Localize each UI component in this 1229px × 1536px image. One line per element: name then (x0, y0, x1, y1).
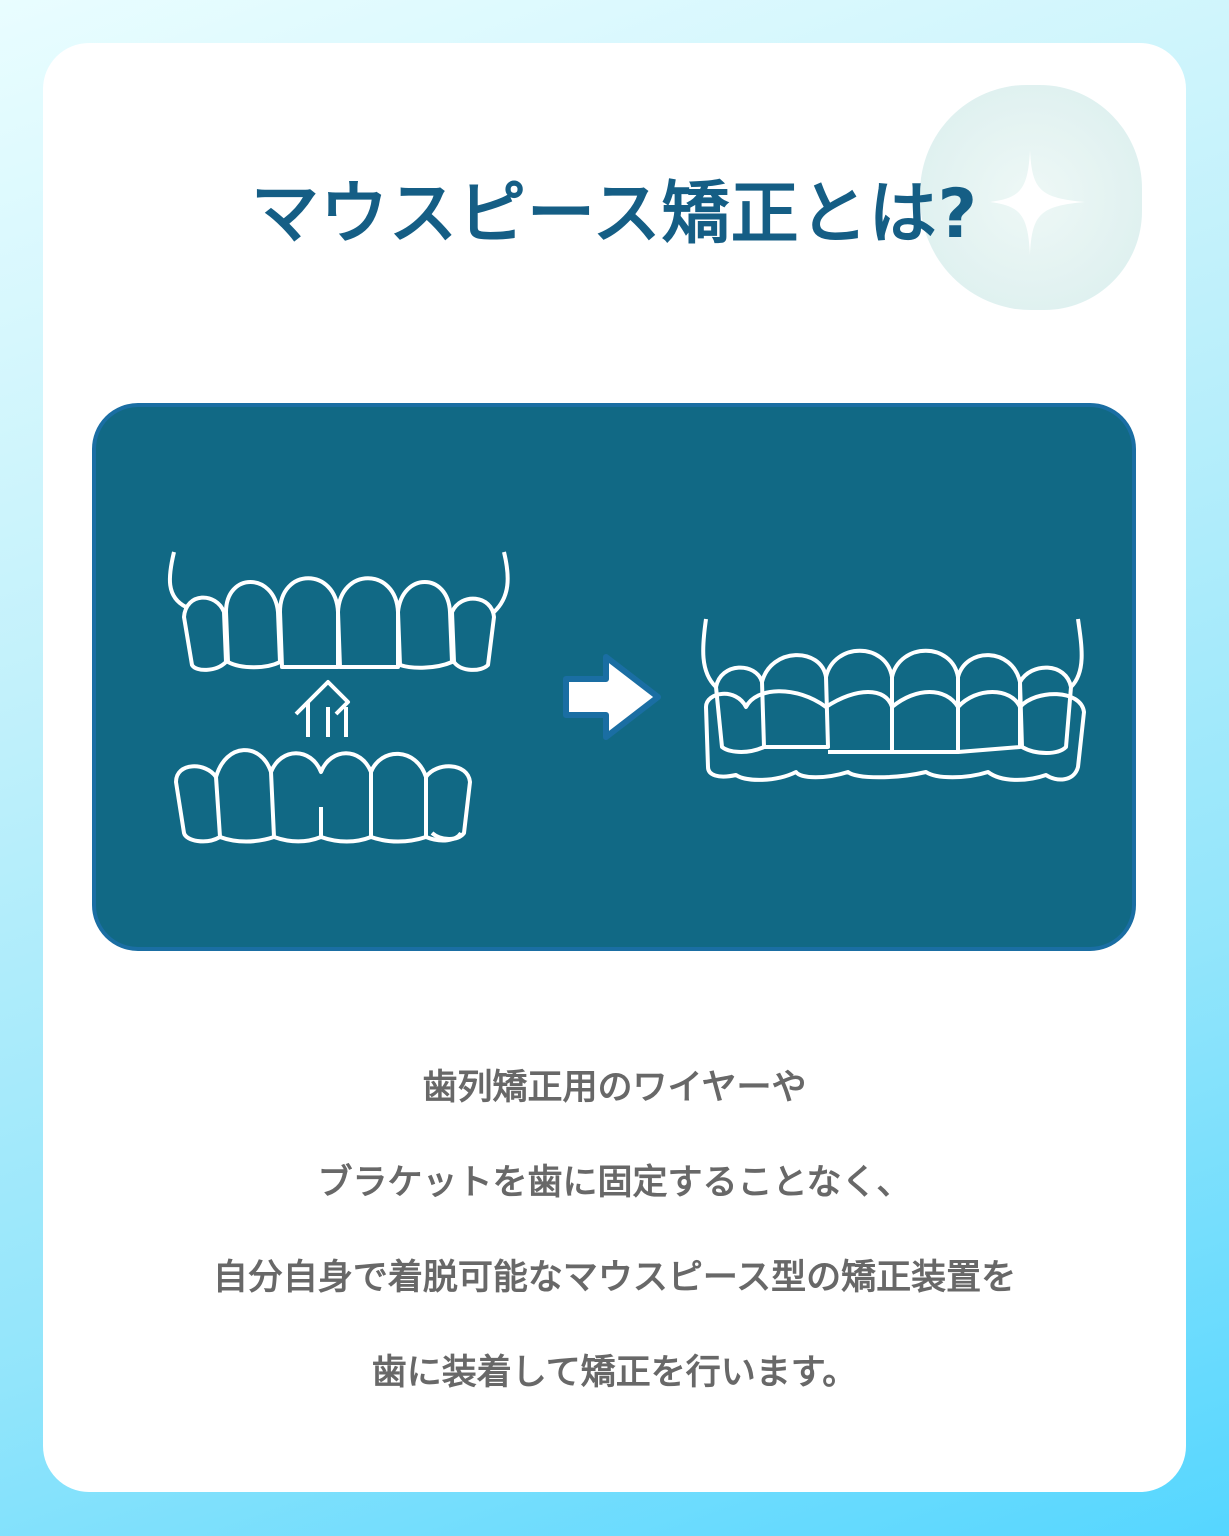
sparkle-icon (990, 150, 1085, 255)
teeth-before-icon (167, 551, 510, 844)
description-line: 歯列矯正用のワイヤーや (422, 1068, 807, 1108)
description-line: 自分自身で着脱可能なマウスピース型の矯正装置を (212, 1258, 1017, 1298)
page-title: マウスピース矯正とは? (250, 175, 979, 254)
illustration-panel (92, 403, 1136, 951)
arrow-right-icon (563, 654, 661, 740)
description-line: ブラケットを歯に固定することなく、 (317, 1163, 912, 1203)
description-text: 歯列矯正用のワイヤーや ブラケットを歯に固定することなく、 自分自身で着脱可能な… (0, 1062, 1229, 1442)
description-line: 歯に装着して矯正を行います。 (371, 1353, 858, 1393)
teeth-aligned-icon (701, 618, 1086, 782)
